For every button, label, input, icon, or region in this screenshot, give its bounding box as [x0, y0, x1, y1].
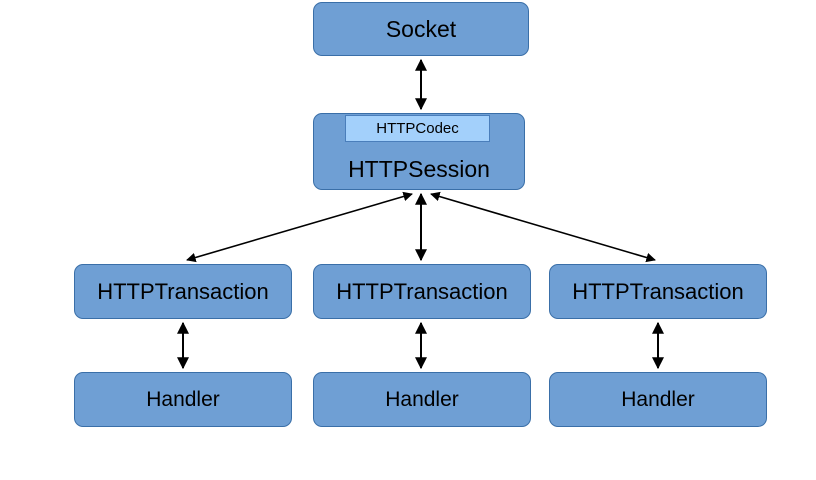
node-socket[interactable]: Socket — [313, 2, 529, 56]
node-httptransaction-middle[interactable]: HTTPTransaction — [313, 264, 531, 319]
edge-session-transaction-left — [186, 191, 413, 263]
node-handler-left[interactable]: Handler — [74, 372, 292, 427]
node-handler-middle[interactable]: Handler — [313, 372, 531, 427]
node-handler-middle-label: Handler — [385, 388, 459, 411]
edge-session-transaction-right — [430, 191, 656, 263]
node-handler-left-label: Handler — [146, 388, 220, 411]
node-handler-right[interactable]: Handler — [549, 372, 767, 427]
node-socket-label: Socket — [385, 15, 457, 42]
node-httptransaction-left[interactable]: HTTPTransaction — [74, 264, 292, 319]
node-httptransaction-middle-label: HTTPTransaction — [336, 278, 508, 304]
node-httpcodec-label: HTTPCodec — [376, 120, 459, 137]
node-handler-right-label: Handler — [621, 388, 695, 411]
node-httptransaction-right-label: HTTPTransaction — [572, 278, 744, 304]
node-httptransaction-right[interactable]: HTTPTransaction — [549, 264, 767, 319]
node-httptransaction-left-label: HTTPTransaction — [97, 278, 269, 304]
node-httpcodec[interactable]: HTTPCodec — [345, 115, 490, 142]
node-httpsession-label: HTTPSession — [348, 156, 490, 182]
